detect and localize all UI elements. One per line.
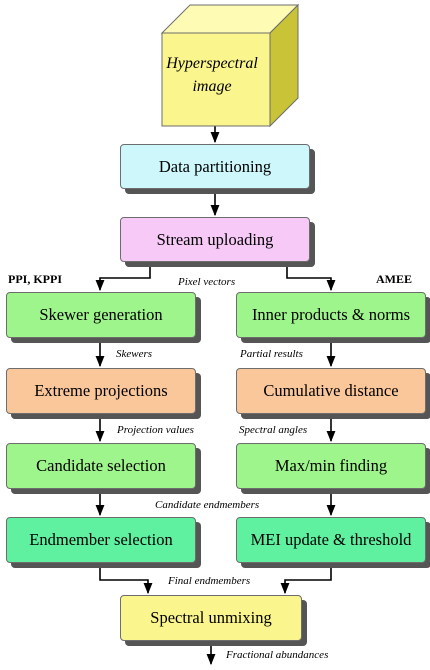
candidate-selection-box: Candidate selection <box>6 443 196 489</box>
final-endmembers-label: Final endmembers <box>168 575 251 587</box>
arrow-mei-to-unmixing <box>280 563 332 595</box>
spectral-unmixing-box: Spectral unmixing <box>120 595 302 641</box>
cumulative-distance-box: Cumulative distance <box>236 368 426 414</box>
candidate-endmembers-label: Candidate endmembers <box>155 499 260 511</box>
arrow-endmember-to-unmixing <box>99 563 153 595</box>
right-branch-heading: AMEE <box>376 272 412 286</box>
cube-label-line1: Hyperspectral <box>166 55 258 72</box>
extreme-projections-box: Extreme projections <box>6 368 196 414</box>
endmember-selection-box: Endmember selection <box>6 517 196 563</box>
maxmin-finding-box: Max/min finding <box>236 443 426 489</box>
inner-products-box: Inner products & norms <box>236 292 426 338</box>
arrow-upload-to-skewer <box>95 263 151 292</box>
mei-update-box: MEI update & threshold <box>236 517 426 563</box>
projection-values-label: Projection values <box>117 424 194 436</box>
fractional-abundances-label: Fractional abundances <box>226 649 329 661</box>
cube-label: Hyperspectral image <box>160 52 264 98</box>
cube-label-line2: image <box>192 78 232 95</box>
partial-results-label: Partial results <box>240 348 303 360</box>
skewer-generation-box: Skewer generation <box>6 292 196 338</box>
arrow-upload-to-inner <box>286 263 336 292</box>
pixel-vectors-label: Pixel vectors <box>178 276 236 288</box>
data-partitioning-box: Data partitioning <box>120 144 310 189</box>
skewers-label: Skewers <box>116 348 153 360</box>
left-branch-heading: PPI, KPPI <box>8 272 62 286</box>
stream-uploading-box: Stream uploading <box>120 217 310 262</box>
spectral-angles-label: Spectral angles <box>239 424 308 436</box>
cube-front-face <box>161 32 271 127</box>
